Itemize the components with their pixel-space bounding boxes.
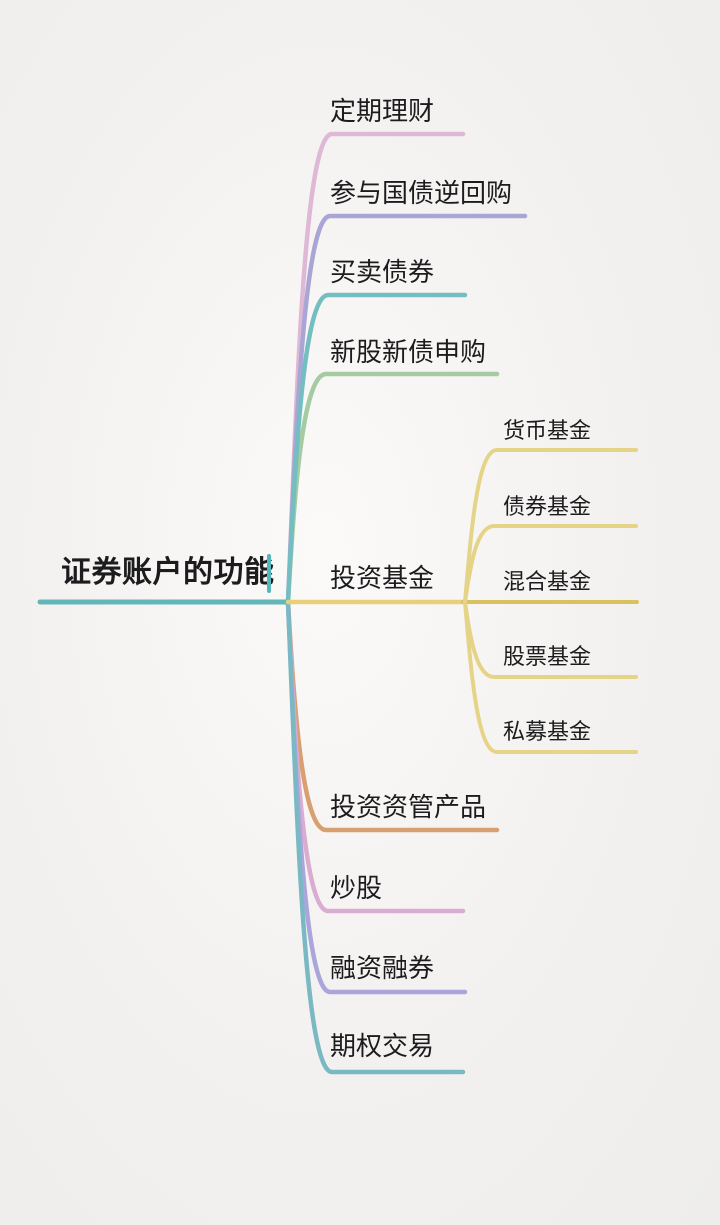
node-stock-trading[interactable]: 炒股 [330, 873, 383, 903]
node-regular-wealth[interactable]: 定期理财 [330, 96, 435, 126]
node-private-fund[interactable]: 私募基金 [503, 719, 592, 744]
node-reverse-repo[interactable]: 参与国债逆回购 [330, 178, 513, 208]
node-asset-mgmt[interactable]: 投资资管产品 [330, 792, 487, 822]
node-bond-fund[interactable]: 债券基金 [503, 494, 592, 519]
branch-line-bond-trading [285, 292, 468, 605]
subbranch-line-private-fund [463, 600, 638, 754]
branch-line-stock-trading [285, 599, 466, 914]
node-margin[interactable]: 融资融券 [330, 953, 435, 983]
root-node-label[interactable]: 证券账户的功能 [61, 556, 275, 589]
subbranch-line-bond-fund [463, 524, 638, 604]
node-options[interactable]: 期权交易 [330, 1031, 435, 1061]
node-equity-fund[interactable]: 股票基金 [503, 644, 592, 669]
text-cursor [267, 554, 271, 593]
node-money-fund[interactable]: 货币基金 [503, 418, 592, 443]
node-bond-trading[interactable]: 买卖债券 [330, 257, 435, 287]
node-mixed-fund[interactable]: 混合基金 [503, 569, 592, 594]
node-funds[interactable]: 投资基金 [330, 563, 435, 593]
branch-line-options [285, 599, 466, 1075]
node-new-issue[interactable]: 新股新债申购 [330, 337, 487, 367]
